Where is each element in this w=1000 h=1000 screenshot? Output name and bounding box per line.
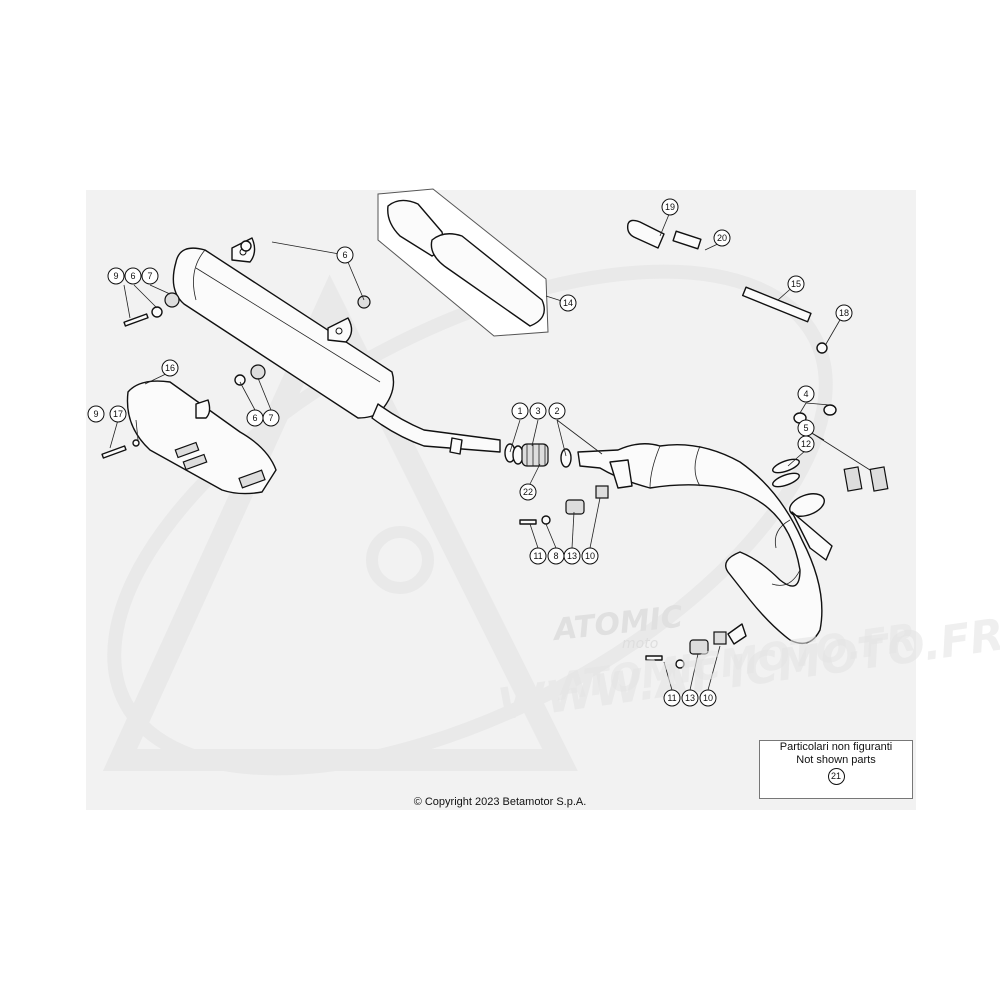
callout-badge: 18 [835, 304, 853, 322]
svg-text:6: 6 [130, 271, 135, 281]
callout-badge: 16 [161, 359, 179, 377]
svg-text:3: 3 [535, 406, 540, 416]
svg-text:17: 17 [113, 409, 123, 419]
svg-text:6: 6 [342, 250, 347, 260]
callout-badge: 11 [529, 547, 547, 565]
callout-badge: 6 [124, 267, 142, 285]
callout-badge: 5 [797, 419, 815, 437]
svg-text:5: 5 [803, 423, 808, 433]
vent-hose-parts [626, 219, 828, 354]
muffler-connector-pipe [371, 403, 501, 455]
svg-text:8: 8 [553, 551, 558, 561]
callout-badge: 6 [246, 409, 264, 427]
springs-and-grommets [772, 404, 889, 492]
callout-badge: 19 [661, 198, 679, 216]
svg-text:11: 11 [533, 551, 542, 561]
svg-text:11: 11 [667, 693, 676, 703]
svg-text:7: 7 [268, 413, 273, 423]
callout-badge: 3 [529, 402, 547, 420]
svg-text:7: 7 [147, 271, 152, 281]
svg-text:16: 16 [165, 363, 175, 373]
svg-text:13: 13 [567, 551, 577, 561]
svg-text:1: 1 [517, 406, 522, 416]
svg-text:13: 13 [685, 693, 695, 703]
svg-text:15: 15 [791, 279, 801, 289]
callout-badge: 7 [262, 409, 280, 427]
svg-text:10: 10 [585, 551, 595, 561]
callout-badge: 2 [548, 402, 566, 420]
svg-text:12: 12 [801, 439, 811, 449]
callout-badge: 9 [107, 267, 125, 285]
svg-text:22: 22 [523, 487, 533, 497]
not-shown-english-label: Not shown parts [796, 754, 876, 766]
callout-badge: 6 [336, 246, 354, 264]
not-shown-italian-label: Particolari non figuranti [779, 741, 893, 753]
fasteners [101, 240, 727, 669]
callout-leaders [109, 211, 871, 691]
svg-text:6: 6 [252, 413, 257, 423]
callout-badge: 20 [713, 229, 731, 247]
callout-badge: 14 [559, 294, 577, 312]
svg-text:4: 4 [803, 389, 808, 399]
callout-badge: 10 [581, 547, 599, 565]
callout-badge: 12 [797, 435, 815, 453]
svg-text:2: 2 [554, 406, 559, 416]
callout-badge: 10 [699, 689, 717, 707]
callout-badge: 13 [681, 689, 699, 707]
callout-badge: 15 [787, 275, 805, 293]
callout-badge: 1 [511, 402, 529, 420]
expansion-chamber [577, 443, 833, 645]
not-shown-ref-badge: 21 [827, 768, 845, 785]
not-shown-parts-box: Particolari non figuranti Not shown part… [759, 740, 913, 799]
callout-badge: 22 [519, 483, 537, 501]
watermark-brand: ATOMIC [550, 600, 684, 649]
callout-badge: 17 [109, 405, 127, 423]
svg-text:19: 19 [665, 202, 675, 212]
svg-text:14: 14 [563, 298, 573, 308]
callout-badge: 11 [663, 689, 681, 707]
callout-badge: 7 [141, 267, 159, 285]
callout-badge: 4 [797, 385, 815, 403]
svg-text:10: 10 [703, 693, 713, 703]
callout-badge: 9 [87, 405, 105, 423]
svg-text:20: 20 [717, 233, 727, 243]
joint-parts [504, 443, 572, 468]
svg-text:9: 9 [93, 409, 98, 419]
copyright-notice: © Copyright 2023 Betamotor S.p.A. [413, 796, 587, 808]
svg-text:9: 9 [113, 271, 118, 281]
muffler-packing-kit [377, 188, 549, 337]
callout-badge: 8 [547, 547, 565, 565]
svg-text:18: 18 [839, 308, 849, 318]
callout-badge: 13 [563, 547, 581, 565]
